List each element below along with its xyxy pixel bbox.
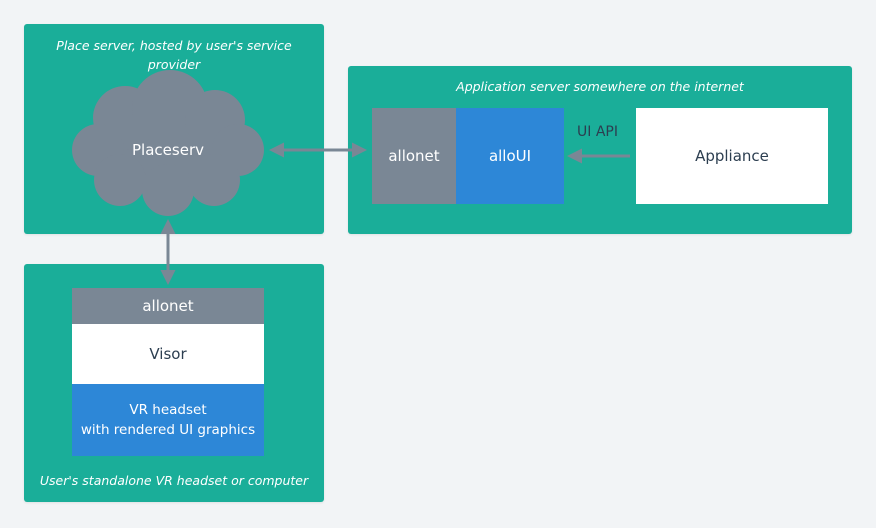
visor-box: Visor: [72, 324, 264, 384]
client-caption: User's standalone VR headset or computer: [39, 473, 309, 488]
vr-headset-box: VR headset with rendered UI graphics: [72, 384, 264, 456]
ui-api-label: UI API: [577, 124, 618, 140]
client-allonet-box: allonet: [72, 288, 264, 324]
alloui-box: alloUI: [456, 108, 564, 204]
app-allonet-box: allonet: [372, 108, 456, 204]
placeserv-cloud-icon: [72, 70, 264, 216]
vr-headset-line2: with rendered UI graphics: [80, 422, 256, 438]
place-server-caption: Place server, hosted by user's service p…: [56, 38, 292, 72]
app-server-caption: Application server somewhere on the inte…: [456, 79, 744, 94]
placeserv-label: Placeserv: [132, 141, 204, 159]
appliance-box: Appliance: [636, 108, 828, 204]
vr-headset-line1: VR headset: [129, 402, 207, 418]
